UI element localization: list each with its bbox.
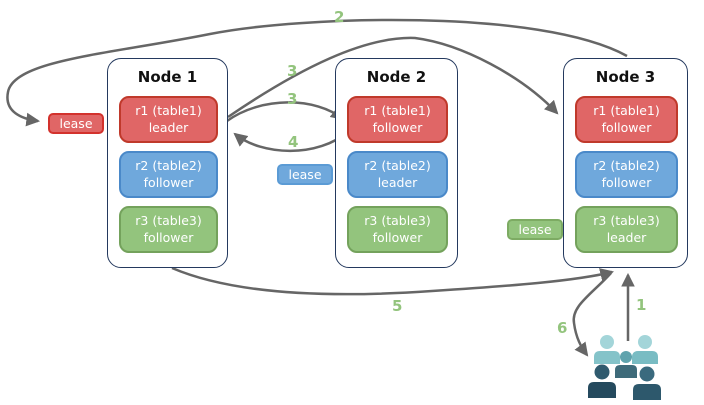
replica-label: r3 (table3) (593, 213, 660, 229)
node1-r3-cell: r3 (table3) follower (119, 206, 218, 253)
replica-role: follower (143, 174, 194, 190)
users-icon (588, 335, 661, 400)
node1-r1-cell: r1 (table1) leader (119, 96, 218, 143)
node3-r1-cell: r1 (table1) follower (575, 96, 678, 143)
node2-box: Node 2 r1 (table1) follower r2 (table2) … (335, 58, 458, 268)
replica-role: follower (143, 229, 194, 245)
replica-label: r3 (table3) (364, 213, 431, 229)
arrow-step5-leaseholder-to-gateway (171, 266, 615, 296)
replica-role: follower (372, 119, 423, 135)
replica-label: r1 (table1) (364, 103, 431, 119)
node3-title: Node 3 (595, 68, 656, 86)
node1-box: Node 1 r1 (table1) leader r2 (table2) fo… (107, 58, 228, 268)
lease-badge-table3: lease (507, 219, 563, 240)
replica-label: r1 (table1) (135, 103, 202, 119)
replica-label: r2 (table2) (593, 158, 660, 174)
replica-label: r2 (table2) (364, 158, 431, 174)
step-label-4: 4 (288, 133, 299, 151)
replica-label: r3 (table3) (135, 213, 202, 229)
node2-r1-cell: r1 (table1) follower (347, 96, 448, 143)
replica-role: leader (606, 229, 647, 245)
node1-r2-cell: r2 (table2) follower (119, 151, 218, 198)
node2-r2-cell: r2 (table2) leader (347, 151, 448, 198)
replica-label: r1 (table1) (593, 103, 660, 119)
replica-role: leader (148, 119, 189, 135)
arrow-step3-leader-to-node2-follower (226, 101, 345, 123)
step-label-5: 5 (392, 297, 403, 315)
replica-role: follower (601, 119, 652, 135)
node2-title: Node 2 (366, 68, 427, 86)
step-label-6: 6 (557, 319, 568, 337)
replica-role: follower (601, 174, 652, 190)
replica-role: follower (372, 229, 423, 245)
step-label-1: 1 (636, 296, 647, 314)
replica-role: leader (377, 174, 418, 190)
step-label-3a: 3 (287, 62, 298, 80)
lease-badge-table2: lease (277, 164, 333, 185)
step-label-3b: 3 (287, 90, 298, 108)
arrow-step3-leader-to-node3-follower (227, 36, 559, 119)
node2-r3-cell: r3 (table3) follower (347, 206, 448, 253)
arrow-step6-gateway-to-users (572, 272, 612, 357)
node3-r3-cell: r3 (table3) leader (575, 206, 678, 253)
step-label-2: 2 (334, 8, 345, 26)
node3-box: Node 3 r1 (table1) follower r2 (table2) … (563, 58, 688, 268)
node1-title: Node 1 (137, 68, 198, 86)
arrow-step2-gateway-to-leaseholder (6, 18, 628, 127)
replica-label: r2 (table2) (135, 158, 202, 174)
node3-r2-cell: r2 (table2) follower (575, 151, 678, 198)
lease-badge-table1: lease (48, 113, 104, 134)
